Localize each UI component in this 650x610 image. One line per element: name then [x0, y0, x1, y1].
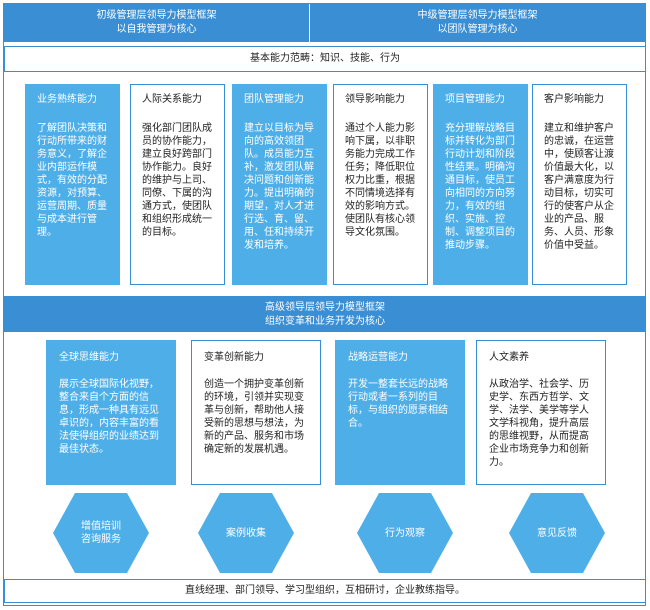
upper-card-body: 充分理解战略目标并转化为部门行动计划和阶段性结果。明确沟通目标，使员工向相同的方…: [445, 123, 515, 251]
process-step-label-line: 咨询服务: [81, 534, 121, 545]
hexagon-shape: [198, 493, 294, 573]
process-step-3: 行为观察: [357, 493, 453, 573]
upper-card-title: 业务熟练能力: [37, 94, 97, 105]
lower-card-title: 变革创新能力: [204, 352, 264, 363]
upper-card-title: 项目管理能力: [445, 94, 505, 105]
lower-card-body: 创造一个拥护变革创新的环境，引领并实现变革与创新，帮助他人接受新的思想与想法，为…: [204, 379, 304, 455]
upper-card-body: 建立和维护客户的忠诚，在运营中，使顾客让渡价值最大化，以客户满意度为行动目标，切…: [544, 123, 614, 251]
process-step-label-line: 案例收集: [226, 527, 266, 539]
basic-scope-bar: 基本能力范畴：知识、技能、行为: [4, 46, 646, 72]
lower-card-2: 变革创新能力创造一个拥护变革创新的环境，引领并实现变革与创新，帮助他人接受新的思…: [191, 340, 321, 485]
junior-framework-title: 初级管理层领导力模型框架: [96, 10, 217, 21]
upper-card-body: 建立以目标为导向的高效领团队。成员能力互补，激发团队解决问题和创新能力。提出明确…: [244, 123, 314, 251]
lower-card-4: 人文素养从政治学、社会学、历史学、东西方哲学、文学、法学、美学等学人文学科视角，…: [476, 340, 606, 485]
senior-framework-banner: 高级领导层领导力模型框架 组织变革和业务开发为核心: [4, 296, 646, 332]
process-step-label: 行为观察: [357, 527, 453, 540]
upper-card-title: 领导影响能力: [345, 94, 405, 105]
senior-framework-title: 高级领导层领导力模型框架: [265, 302, 385, 313]
upper-card-3: 团队管理能力建立以目标为导向的高效领团队。成员能力互补，激发团队解决问题和创新能…: [232, 84, 327, 285]
lower-card-body: 展示全球国际化视野，整合来自个方面的信息，形成一种具有远见卓识的，内容丰富的看法…: [59, 379, 159, 455]
senior-framework-subtitle: 组织变革和业务开发为核心: [265, 316, 385, 327]
upper-card-body: 强化部门团队成员的协作能力，建立良好跨部门协作能力。良好的维护与上司、同僚、下属…: [142, 123, 212, 238]
process-step-2: 案例收集: [198, 493, 294, 573]
junior-framework-banner: 初级管理层领导力模型框架 以自我管理为核心: [4, 4, 309, 42]
lower-card-1: 全球思维能力展示全球国际化视野，整合来自个方面的信息，形成一种具有远见卓识的，内…: [46, 340, 176, 485]
process-step-4: 意见反馈: [509, 493, 605, 573]
upper-card-2: 人际关系能力强化部门团队成员的协作能力，建立良好跨部门协作能力。良好的维护与上司…: [130, 84, 225, 285]
upper-card-4: 领导影响能力通过个人能力影响下属，以非职务能力完成工作任务；降低职位权力比重，根…: [333, 84, 428, 285]
process-step-label-line: 增值培训: [81, 521, 121, 532]
upper-card-6: 客户影响能力建立和维护客户的忠诚，在运营中，使顾客让渡价值最大化，以客户满意度为…: [532, 84, 627, 285]
process-step-label-line: 行为观察: [385, 527, 425, 539]
junior-framework-subtitle: 以自我管理为核心: [116, 24, 197, 35]
upper-card-5: 项目管理能力充分理解战略目标并转化为部门行动计划和阶段性结果。明确沟通目标，使员…: [433, 84, 528, 285]
hexagon-shape: [357, 493, 453, 573]
process-step-label: 案例收集: [198, 527, 294, 540]
hexagon-fill: [357, 493, 453, 573]
hexagon-shape: [53, 493, 149, 573]
lower-card-title: 战略运营能力: [348, 352, 408, 363]
lower-card-body: 从政治学、社会学、历史学、东西方哲学、文学、法学、美学等学人文学科视角，提升高层…: [489, 379, 589, 468]
hexagon-fill: [509, 493, 605, 573]
middle-framework-title: 中级管理层领导力模型框架: [417, 10, 538, 21]
lower-card-body: 开发一整套长远的战略行动或者一系列的目标，与组织的愿景相结合。: [348, 379, 448, 429]
process-step-1: 增值培训咨询服务: [53, 493, 149, 573]
process-step-label-line: 意见反馈: [537, 527, 577, 539]
lower-card-title: 全球思维能力: [59, 352, 119, 363]
lower-card-3: 战略运营能力开发一整套长远的战略行动或者一系列的目标，与组织的愿景相结合。: [335, 340, 465, 485]
hexagon-shape: [509, 493, 605, 573]
process-steps-row: 增值培训咨询服务 案例收集 行为观察 意见反馈: [4, 493, 646, 588]
footer-text: 直线经理、部门领导、学习型组织，互相研讨，企业教练指导。: [185, 585, 465, 596]
footer-bar: 直线经理、部门领导、学习型组织，互相研讨，企业教练指导。: [4, 579, 646, 603]
upper-card-title: 客户影响能力: [544, 94, 604, 105]
upper-card-body: 了解团队决策和行动所带来的财务意义，了解企业内部运作模式，有效的分配资源，对预算…: [37, 123, 107, 238]
lower-card-title: 人文素养: [489, 352, 529, 363]
hexagon-fill: [53, 493, 149, 573]
middle-framework-subtitle: 以团队管理为核心: [437, 24, 518, 35]
process-step-label: 增值培训咨询服务: [53, 520, 149, 546]
middle-framework-banner: 中级管理层领导力模型框架 以团队管理为核心: [310, 4, 645, 42]
upper-card-body: 通过个人能力影响下属，以非职务能力完成工作任务；降低职位权力比重，根据不同情境选…: [345, 123, 415, 238]
upper-card-1: 业务熟练能力了解团队决策和行动所带来的财务意义，了解企业内部运作模式，有效的分配…: [25, 84, 120, 285]
basic-scope-text: 基本能力范畴：知识、技能、行为: [250, 53, 400, 64]
upper-card-title: 人际关系能力: [142, 94, 202, 105]
hexagon-fill: [198, 493, 294, 573]
upper-card-title: 团队管理能力: [244, 94, 304, 105]
process-step-label: 意见反馈: [509, 527, 605, 540]
